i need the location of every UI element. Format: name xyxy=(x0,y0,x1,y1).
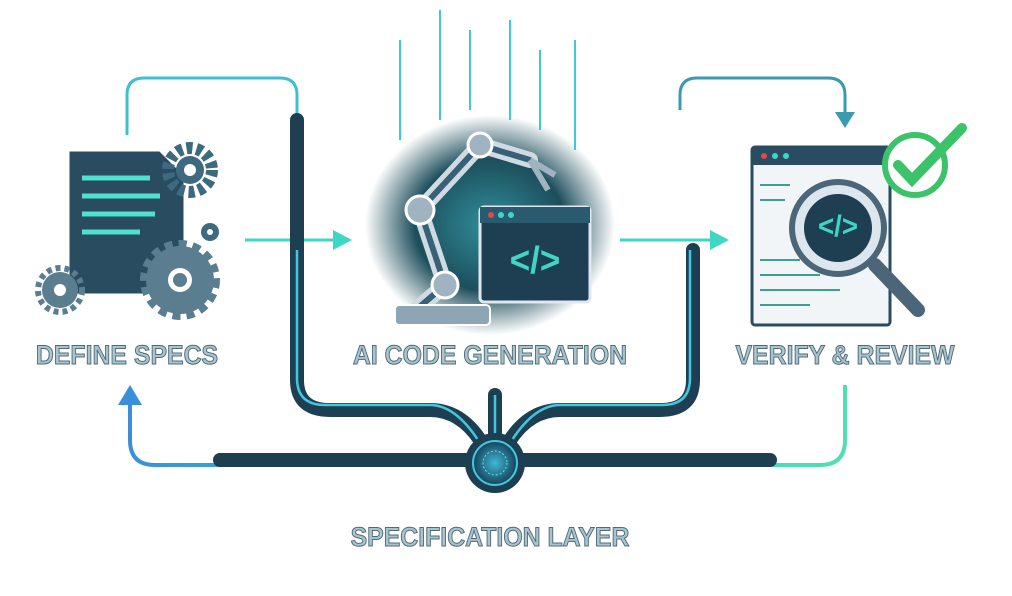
code-glyph-generation: </> xyxy=(509,240,561,282)
foundation-label-specification-layer: SPECIFICATION LAYER xyxy=(350,522,630,553)
feedback-loop-left xyxy=(128,405,470,467)
flow-arrow-top-right xyxy=(678,76,847,112)
flow-arrow-top-left xyxy=(125,76,299,135)
stage-label-define-specs: DEFINE SPECS xyxy=(35,340,219,371)
feedback-loop-right xyxy=(520,385,847,467)
stage-label-verify-review: VERIFY & REVIEW xyxy=(735,340,955,371)
arrowhead-icon xyxy=(118,385,142,405)
stage-label-ai-code-generation: AI CODE GENERATION xyxy=(352,340,628,371)
circuit-hub-icon xyxy=(465,433,525,493)
arrowhead-icon xyxy=(333,230,352,250)
magnifier-code-check-icon xyxy=(750,123,967,327)
arrowhead-icon xyxy=(710,230,729,250)
robot-arm-code-window-icon xyxy=(365,10,615,335)
arrowhead-icon xyxy=(835,112,855,128)
code-glyph-review: </> xyxy=(818,210,858,243)
document-gears-icon xyxy=(35,142,220,320)
